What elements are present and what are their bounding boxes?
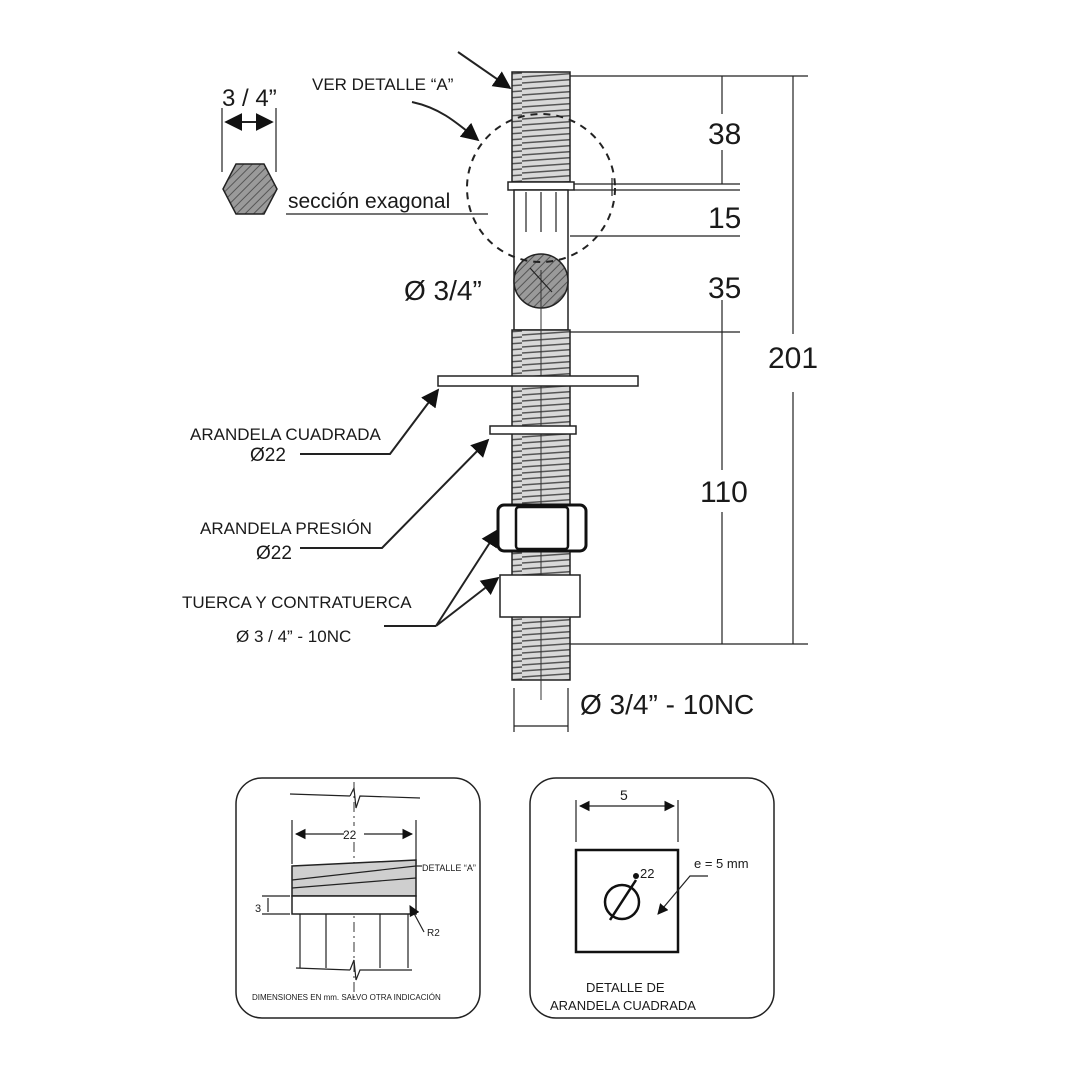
nut-face xyxy=(514,505,570,551)
diameter-label: Ø 3/4” xyxy=(404,275,482,306)
hex-shape xyxy=(222,163,278,215)
washer-title-1: DETALLE DE xyxy=(586,980,665,995)
bolt-collar xyxy=(507,181,575,191)
hex-section xyxy=(221,108,488,215)
detail-a-collar xyxy=(291,895,417,915)
detail-leader-circle xyxy=(411,101,480,142)
washer-title-2: ARANDELA CUADRADA xyxy=(550,998,696,1013)
dim-15: 15 xyxy=(708,202,741,235)
square-washer xyxy=(437,375,639,387)
hex-section-label: sección exagonal xyxy=(288,190,450,213)
dim-201: 201 xyxy=(768,342,818,375)
leader-contratuerca xyxy=(435,576,500,627)
arandela-presion-dim: Ø22 xyxy=(256,543,292,564)
washer-hole-dim: 22 xyxy=(640,866,654,881)
detail-a-width: 22 xyxy=(343,828,357,842)
leader-arandela-presion xyxy=(300,438,490,549)
tuerca-label: TUERCA Y CONTRATUERCA xyxy=(182,593,412,612)
bolt xyxy=(437,71,639,700)
washer-thickness: e = 5 mm xyxy=(694,856,749,871)
detail-a-radius: R2 xyxy=(427,928,440,939)
washer-detail-panel: 5 22 e = 5 mm DETALLE DE ARANDELA CUADRA… xyxy=(529,777,775,1019)
ver-detalle-label: VER DETALLE “A” xyxy=(312,75,454,94)
counter-nut xyxy=(499,574,581,618)
detail-leader-top xyxy=(457,51,512,90)
dimension-lines xyxy=(529,75,808,645)
hex-size-label: 3 / 4” xyxy=(222,85,277,112)
dim-35: 35 xyxy=(708,272,741,305)
detail-a-note: DIMENSIONES EN mm. SALVO OTRA INDICACIÓN xyxy=(252,993,441,1002)
top-thread xyxy=(511,71,571,183)
leader-tuerca xyxy=(435,528,499,627)
leader-arandela-cuadrada xyxy=(300,388,440,455)
detail-a-label: DETALLE “A” xyxy=(422,863,476,873)
tuerca-dim: Ø 3 / 4” - 10NC xyxy=(236,627,351,646)
arandela-cuadrada-label: ARANDELA CUADRADA xyxy=(190,425,381,444)
arandela-cuadrada-dim: Ø22 xyxy=(250,445,286,466)
thread-dimension xyxy=(513,688,569,732)
dim-110: 110 xyxy=(700,476,748,509)
detail-a-circle xyxy=(466,113,616,263)
pressure-washer xyxy=(489,425,577,435)
thread-spec-label: Ø 3/4” - 10NC xyxy=(580,689,754,720)
detail-a-panel: 22 DETALLE “A” 3 R2 DIMENSIONES EN mm. S… xyxy=(235,777,481,1019)
dim-38: 38 xyxy=(708,118,741,151)
detail-a-height: 3 xyxy=(255,903,261,915)
washer-width: 5 xyxy=(620,787,628,803)
arandela-presion-label: ARANDELA PRESIÓN xyxy=(200,519,372,538)
